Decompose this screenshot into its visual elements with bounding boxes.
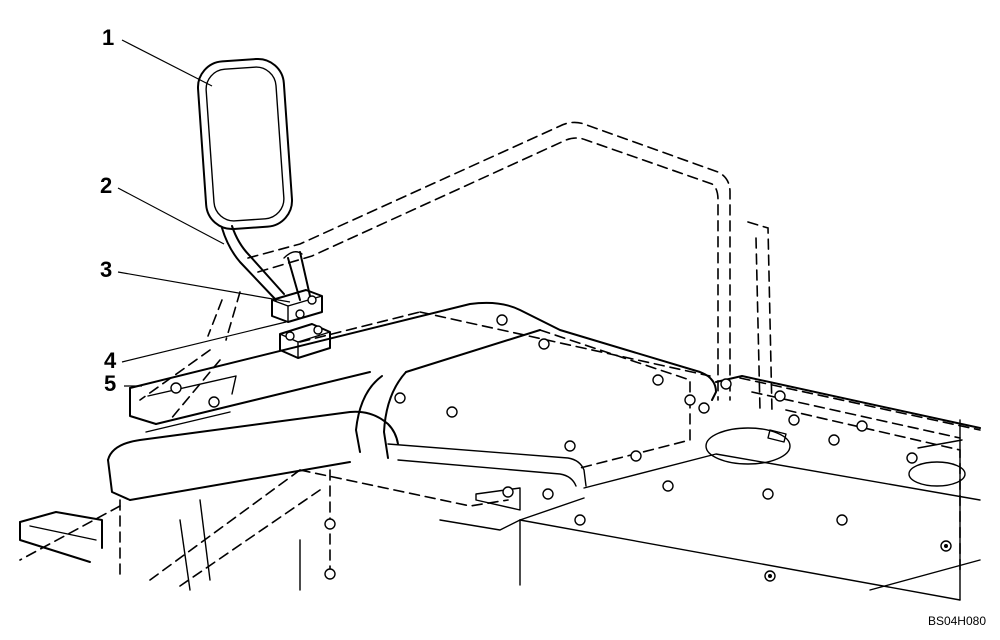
floor-outline: [19, 311, 981, 587]
deck-plate: [519, 375, 981, 601]
leader-lines: [117, 39, 291, 387]
guard-part: [107, 301, 717, 501]
mirror-part: [196, 57, 294, 231]
callout-4: 4: [104, 348, 117, 373]
callout-3: 3: [100, 257, 113, 282]
left-frame: [19, 487, 521, 591]
dashed-stay-outline: [207, 121, 773, 413]
callout-2: 2: [100, 173, 113, 198]
mirror-stay-part: [221, 225, 311, 301]
figure-reference-code: BS04H080: [927, 614, 986, 628]
clamp-part: [271, 289, 323, 323]
bolt-set: [170, 314, 952, 582]
callout-1: 1: [102, 25, 115, 50]
callout-5: 5: [104, 371, 117, 396]
